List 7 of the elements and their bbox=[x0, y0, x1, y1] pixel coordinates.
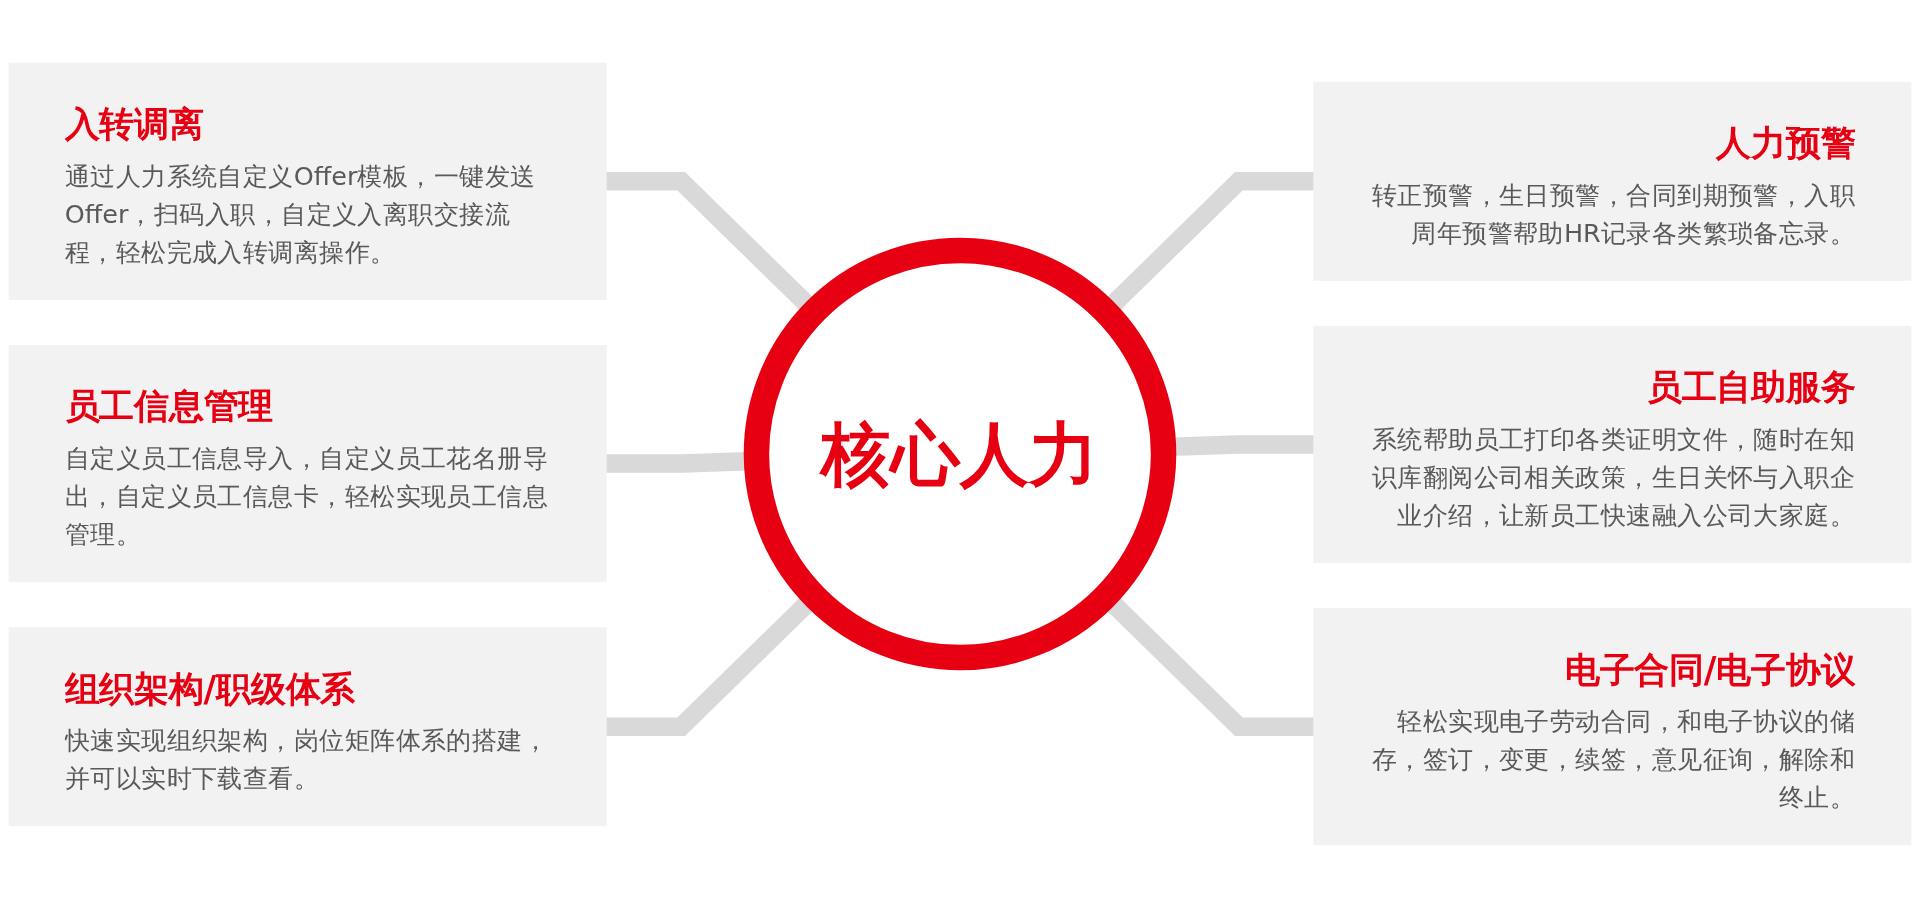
node-box: 电子合同/电子协议 轻松实现电子劳动合同，和电子协议的储存，签订，变更，续签，意见征询，解除和终止。 bbox=[1313, 608, 1912, 846]
node-box: 入转调离 通过人力系统自定义Offer模板，一键发送Offer，扫码入职，自定义入离职交接流程，轻松完成入转调离操作。 bbox=[8, 62, 607, 300]
node-box: 员工自助服务 系统帮助员工打印各类证明文件，随时在知识库翻阅公司相关政策，生日关怀与入职企业介绍，让新员工快速融入公司大家庭。 bbox=[1313, 325, 1912, 563]
node-box: 组织架构/职级体系 快速实现组织架构，岗位矩阵体系的搭建，并可以实时下载查看。 bbox=[8, 627, 607, 827]
node-box: 人力预警 转正预警，生日预警，合同到期预警，入职周年预警帮助HR记录各类繁琐备忘录。 bbox=[1313, 81, 1912, 281]
node-circle: 核心人力 bbox=[743, 237, 1177, 671]
node-box: 员工信息管理 自定义员工信息导入，自定义员工花名册导出，自定义员工信息卡，轻松实现员工信息管理。 bbox=[8, 345, 607, 583]
